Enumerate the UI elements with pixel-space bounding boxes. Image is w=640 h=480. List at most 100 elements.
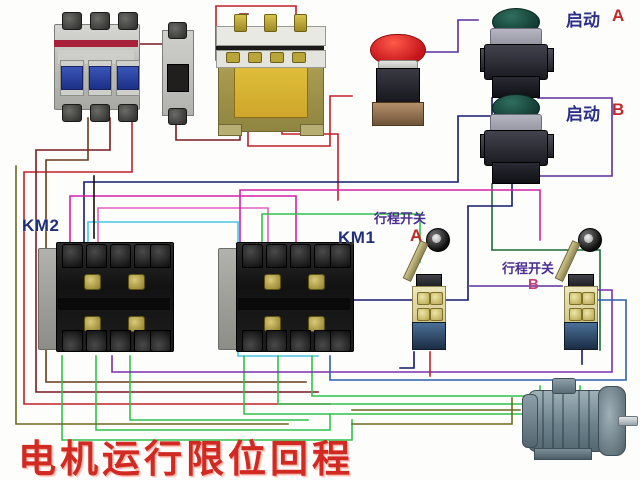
transformer-stud-3[interactable] [294, 14, 307, 32]
wire-L3-breaker-to-bus [45, 117, 307, 383]
limit-a-terminal-4[interactable] [430, 308, 443, 321]
wire-km2-out-green-2 [95, 355, 331, 431]
estop-contact-block[interactable] [372, 102, 424, 126]
transformer-foot-left [218, 124, 242, 136]
contactor-km2[interactable] [38, 238, 174, 356]
breaker-terminal-bot-t3[interactable] [118, 104, 138, 122]
single-pole-breaker[interactable] [160, 20, 194, 125]
fuse-window [167, 64, 189, 92]
estop-body [376, 68, 420, 106]
label-km2: KM2 [22, 216, 60, 235]
label-start-a-letter: A [612, 6, 625, 25]
label-limit-switch-b-letter: B [528, 276, 539, 293]
motor-fin-2 [552, 390, 554, 450]
label-start-b-text: 启动 [566, 105, 600, 125]
three-pole-circuit-breaker[interactable] [48, 10, 144, 122]
limit-switch-a[interactable] [402, 228, 450, 356]
start-a-body [484, 44, 548, 80]
motor-terminal-box[interactable] [552, 378, 576, 394]
three-phase-motor[interactable] [518, 372, 638, 468]
wire-startA-common-left [83, 97, 493, 249]
limit-a-terminal-3[interactable] [417, 308, 430, 321]
km1-terminal-bot-2[interactable] [266, 330, 287, 352]
motor-fin-1 [542, 390, 544, 450]
fuse-terminal-bottom[interactable] [168, 108, 187, 125]
transformer-sec-nut-3[interactable] [270, 52, 284, 63]
contactor-km1[interactable] [218, 238, 354, 356]
km2-terminal-bot-2[interactable] [86, 330, 107, 352]
km1-terminal-bot-1[interactable] [242, 330, 263, 352]
transformer-foot-right [300, 124, 324, 136]
breaker-terminal-top-l1[interactable] [62, 12, 82, 30]
breaker-terminal-bot-t1[interactable] [62, 104, 82, 122]
wire-km2-out-green-3 [129, 355, 309, 421]
limit-a-base [412, 322, 446, 350]
km1-terminal-top-5[interactable] [330, 244, 351, 268]
transformer-sec-nut-2[interactable] [248, 52, 262, 63]
limit-switch-b[interactable] [554, 228, 602, 356]
motor-fin-3 [562, 390, 564, 450]
wire-km2-out-purple [111, 289, 613, 373]
km2-terminal-top-2[interactable] [86, 244, 107, 268]
breaker-terminal-bot-t2[interactable] [90, 104, 110, 122]
label-start-b-letter: B [612, 100, 625, 119]
km1-terminal-bot-3[interactable] [290, 330, 311, 352]
wire-km2-aux-pink [97, 207, 269, 251]
diagram-title: 电机运行限位回程 [18, 437, 355, 480]
start-b-body [484, 130, 548, 166]
transformer-sec-nut-1[interactable] [226, 52, 240, 63]
breaker-terminal-top-l2[interactable] [90, 12, 110, 30]
control-transformer[interactable] [212, 8, 328, 136]
wire-estop-to-startA [419, 19, 479, 53]
breaker-toggle-2[interactable] [89, 66, 111, 90]
start-b-contact-block[interactable] [492, 162, 540, 184]
km1-terminal-top-1[interactable] [242, 244, 263, 268]
breaker-toggle-3[interactable] [117, 66, 139, 90]
km2-screw-1[interactable] [84, 274, 101, 290]
limit-a-terminal-2[interactable] [430, 292, 443, 305]
wire-bus-left-vertical [15, 165, 289, 425]
breaker-brand-band [54, 40, 138, 47]
transformer-sec-nut-4[interactable] [292, 52, 306, 63]
transformer-stud-2[interactable] [264, 14, 277, 32]
limit-b-terminal-1[interactable] [569, 292, 582, 305]
limit-b-terminal-2[interactable] [582, 292, 595, 305]
start-button-b[interactable] [480, 90, 554, 186]
km2-terminal-bot-3[interactable] [110, 330, 131, 352]
breaker-toggle-1[interactable] [61, 66, 83, 90]
km1-screw-1[interactable] [264, 274, 281, 290]
motor-fin-5 [588, 390, 590, 450]
km2-terminal-top-3[interactable] [110, 244, 131, 268]
km1-mid-groove [238, 298, 350, 310]
km2-terminal-top-1[interactable] [62, 244, 83, 268]
wire-km2-out-green-1 [61, 355, 353, 441]
emergency-stop-button[interactable] [366, 26, 428, 130]
fuse-terminal-top[interactable] [168, 22, 187, 39]
label-limit-switch-a-letter: A [410, 226, 423, 245]
transformer-shroud [216, 42, 324, 52]
wire-km2-coil-magenta [69, 195, 297, 251]
breaker-terminal-top-l3[interactable] [118, 12, 138, 30]
limit-b-terminal-3[interactable] [569, 308, 582, 321]
limit-a-terminal-1[interactable] [417, 292, 430, 305]
wire-km1-coil-magenta [239, 189, 541, 249]
limit-b-terminal-4[interactable] [582, 308, 595, 321]
motor-rear-endbell [522, 394, 538, 448]
wire-L1-breaker-to-bus [23, 117, 331, 405]
km1-terminal-bot-5[interactable] [330, 330, 351, 352]
km2-mid-groove [58, 298, 170, 310]
km2-terminal-top-5[interactable] [150, 244, 171, 268]
km2-terminal-bot-1[interactable] [62, 330, 83, 352]
start-button-a[interactable] [480, 4, 554, 100]
motor-fin-4 [578, 390, 580, 450]
km1-terminal-top-2[interactable] [266, 244, 287, 268]
km2-screw-2[interactable] [128, 274, 145, 290]
wire-startA-to-startB [537, 97, 613, 177]
km2-terminal-bot-5[interactable] [150, 330, 171, 352]
km1-terminal-top-3[interactable] [290, 244, 311, 268]
motor-stator-housing [528, 390, 606, 452]
transformer-stud-1[interactable] [234, 14, 247, 32]
km1-screw-2[interactable] [308, 274, 325, 290]
label-start-a-text: 启动 [566, 11, 600, 31]
